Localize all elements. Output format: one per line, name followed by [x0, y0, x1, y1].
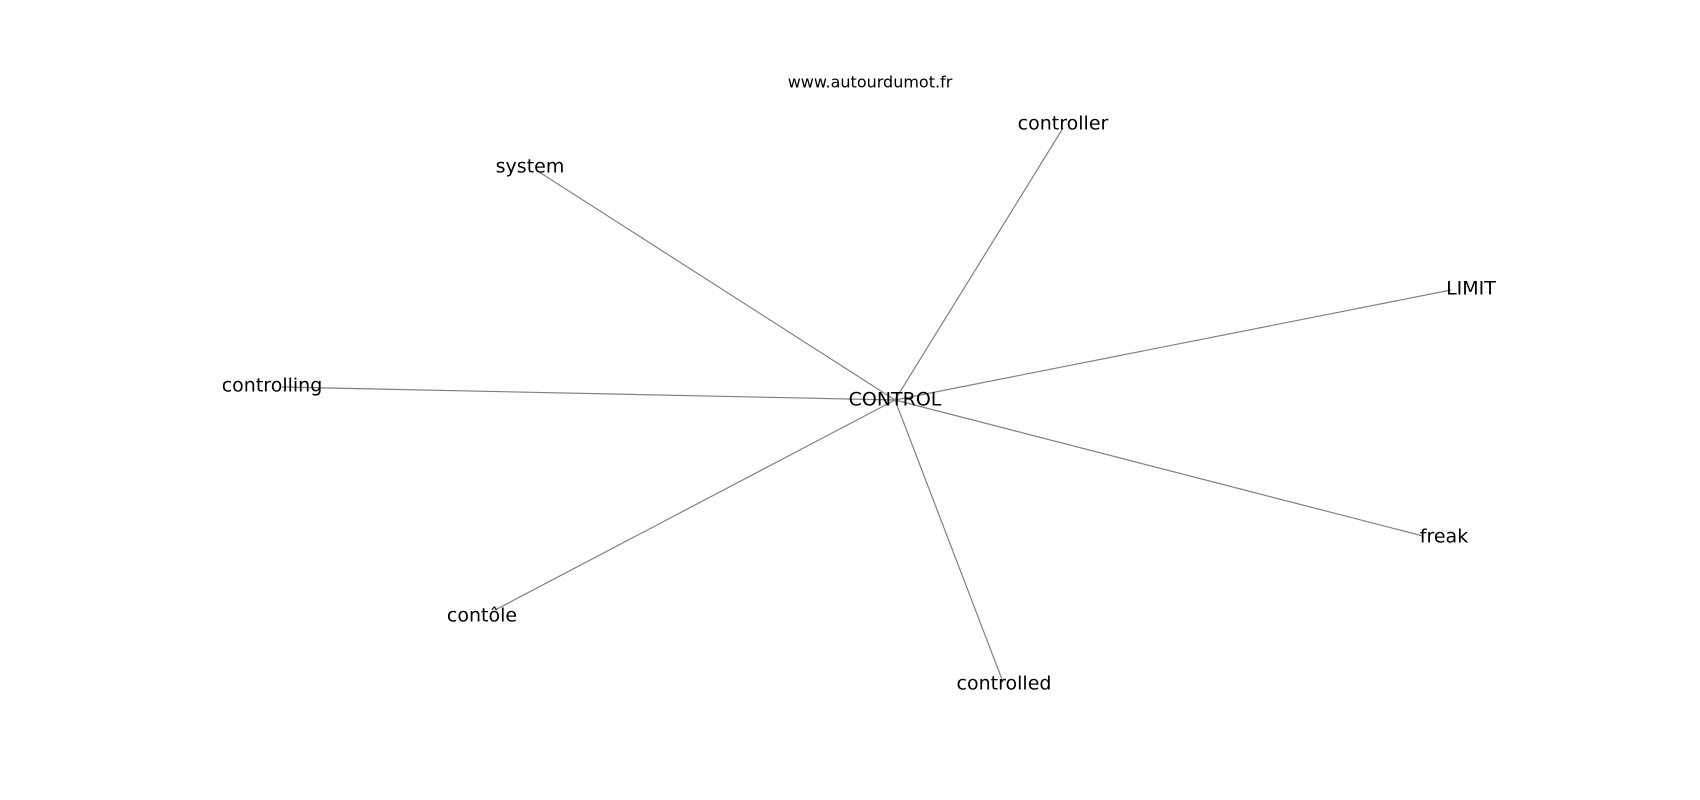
node-freak[interactable]: freak: [1419, 525, 1469, 548]
node-controlling[interactable]: controlling: [221, 374, 323, 397]
site-url[interactable]: www.autourdumot.fr: [787, 72, 953, 92]
node-contole[interactable]: contôle: [446, 604, 518, 627]
edge-control-controller: [894, 127, 1064, 401]
edge-control-limit: [894, 289, 1452, 401]
node-controller[interactable]: controller: [1017, 112, 1109, 135]
node-center-control[interactable]: CONTROL: [848, 388, 942, 411]
edge-control-controlling: [281, 386, 896, 401]
edge-control-controlled: [894, 399, 1004, 683]
node-limit[interactable]: LIMIT: [1446, 277, 1496, 300]
edge-control-system: [535, 169, 896, 401]
edge-control-contole: [494, 399, 896, 611]
node-system[interactable]: system: [495, 155, 565, 178]
edge-control-freak: [894, 399, 1424, 537]
node-controlled[interactable]: controlled: [956, 672, 1052, 695]
